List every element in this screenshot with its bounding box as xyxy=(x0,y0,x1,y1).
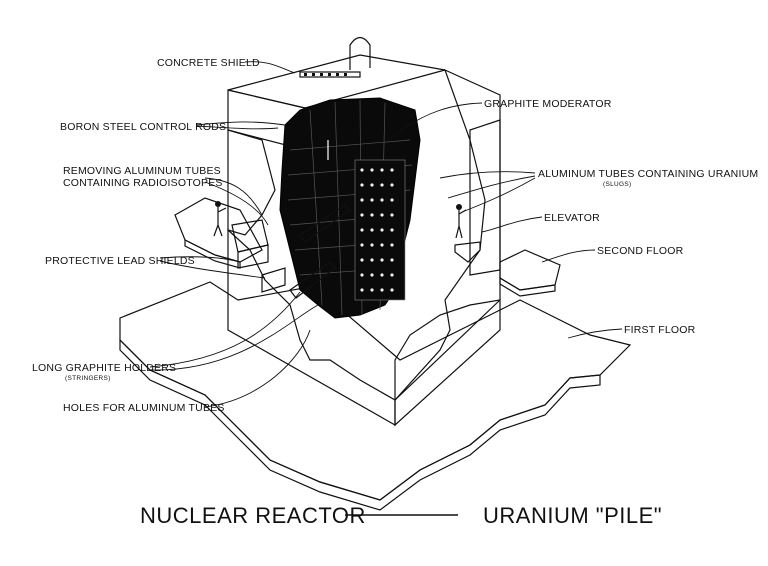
protective-lead-shields xyxy=(231,219,286,293)
label-graphite-moderator: GRAPHITE MODERATOR xyxy=(484,98,612,110)
label-elevator: ELEVATOR xyxy=(544,212,600,224)
label-first-floor: FIRST FLOOR xyxy=(624,324,696,336)
title-right: URANIUM "PILE" xyxy=(483,503,662,528)
label-control-rods: BORON STEEL CONTROL RODS xyxy=(60,121,226,133)
label-stringers-sub: (STRINGERS) xyxy=(65,375,111,382)
title-left: NUCLEAR REACTOR xyxy=(140,503,366,528)
first-floor-slab xyxy=(119,281,632,511)
worker-figure-left xyxy=(213,201,227,237)
graphite-moderator xyxy=(279,97,421,319)
control-rods xyxy=(299,36,371,160)
label-stringers: LONG GRAPHITE HOLDERS xyxy=(32,362,176,374)
elevator-platform xyxy=(454,241,481,263)
label-holes: HOLES FOR ALUMINUM TUBES xyxy=(63,402,225,414)
label-lead-shields: PROTECTIVE LEAD SHIELDS xyxy=(45,255,195,267)
diagram-title: NUCLEAR REACTOR URANIUM "PILE" xyxy=(140,503,662,528)
callout-labels: CONCRETE SHIELD BORON STEEL CONTROL RODS… xyxy=(32,57,758,414)
second-floor-slab xyxy=(499,249,561,297)
label-removing-tubes-1: REMOVING ALUMINUM TUBES xyxy=(63,165,221,177)
label-uranium-tubes: ALUMINUM TUBES CONTAINING URANIUM xyxy=(538,168,758,180)
label-slugs: (SLUGS) xyxy=(603,181,631,188)
worker-figure-right xyxy=(455,204,467,239)
label-concrete-shield: CONCRETE SHIELD xyxy=(157,57,260,69)
graphite-stringer xyxy=(289,204,351,299)
leader-lines xyxy=(149,61,623,408)
label-second-floor: SECOND FLOOR xyxy=(597,245,684,257)
label-removing-tubes-2: CONTAINING RADIOISOTOPES xyxy=(63,177,223,189)
